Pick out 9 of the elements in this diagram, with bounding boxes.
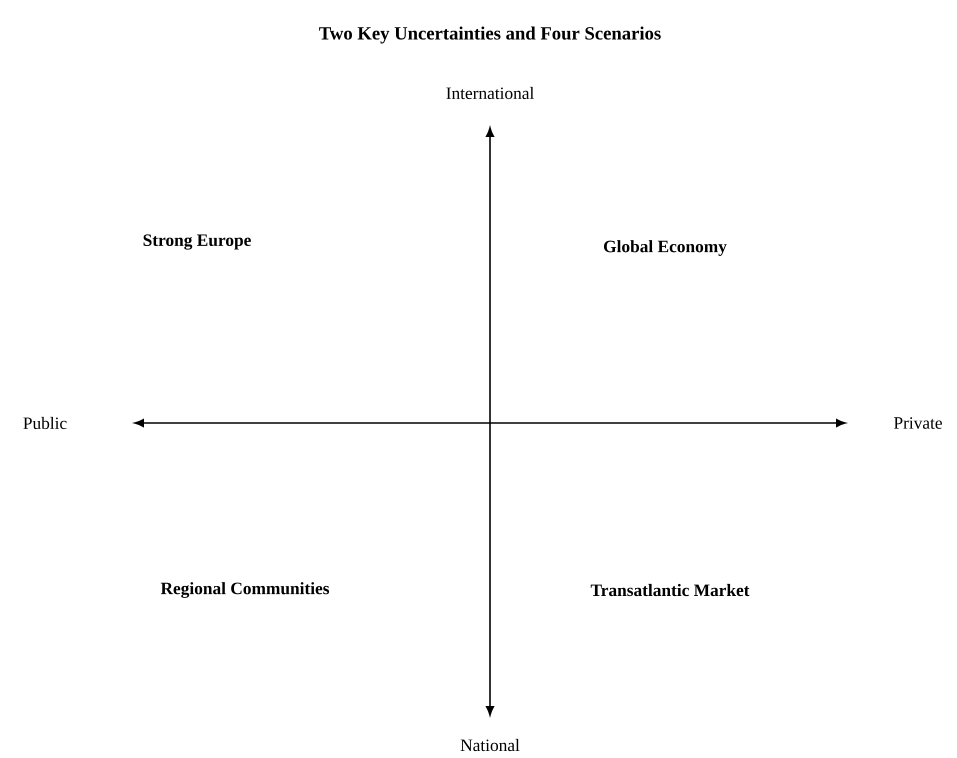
scenario-label: Strong Europe: [144, 234, 251, 250]
scenario-label: Transatlantic Market: [590, 584, 750, 596]
title: Two Key Uncertainties and Four Scenarios: [319, 26, 661, 44]
axis-label: National: [460, 738, 520, 752]
scenario-label: Regional Communities: [160, 582, 330, 598]
axis-label: Private: [894, 417, 942, 429]
scenario-label: Global Economy: [604, 240, 727, 256]
axis-label: International: [446, 86, 534, 100]
axis-label: Public: [23, 416, 67, 430]
